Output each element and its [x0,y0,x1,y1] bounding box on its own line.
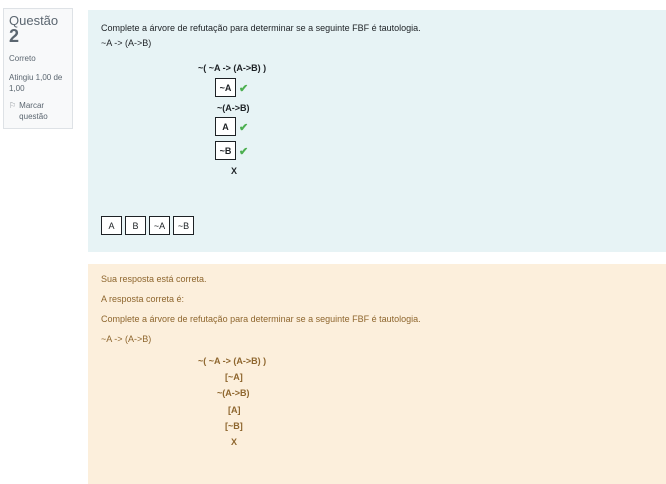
tree-root-node: ~( ~A -> (A->B) ) [198,63,267,73]
feedback-text: Sua resposta está correta. [101,274,207,284]
answer-tree-line-3: [A] [228,405,241,415]
check-icon: ✔ [239,146,249,158]
drag-choice-b[interactable]: B [125,216,146,235]
answer-tree-line-2: ~(A->B) [217,388,250,398]
question-formula: ~A -> (A->B) [101,38,152,48]
drop-slot-3[interactable]: ~B [215,141,236,160]
question-formulation: Complete a árvore de refutação para dete… [88,10,666,252]
question-state: Correto [9,54,36,63]
feedback-panel: Sua resposta está correta. A resposta co… [88,264,666,484]
check-icon: ✔ [239,122,249,134]
refutation-tree: ~( ~A -> (A->B) ) ~A ✔ ~(A->B) A ✔ ~B ✔ … [88,10,666,252]
check-icon: ✔ [239,83,249,95]
flag-question-link[interactable]: ⚐ Marcar questão [9,100,69,122]
drop-slot-1-value: ~A [219,82,232,93]
drag-choice-a[interactable]: A [101,216,122,235]
drag-choices: A B ~A ~B [101,216,194,235]
question-label: Questão [9,13,59,28]
question-number: 2 [9,26,20,46]
drop-slot-1[interactable]: ~A [215,78,236,97]
right-answer-label: A resposta correta é: [101,294,185,304]
tree-closed-marker: X [231,166,238,176]
drop-slot-2-value: A [222,121,229,132]
question-prompt: Complete a árvore de refutação para dete… [101,23,421,33]
drag-choice-not-a[interactable]: ~A [149,216,170,235]
drop-slot-2[interactable]: A [215,117,236,136]
right-answer-prompt: Complete a árvore de refutação para dete… [101,314,421,324]
drop-slot-3-value: ~B [219,145,232,156]
flag-icon: ⚐ [9,101,17,110]
answer-tree-line-4: [~B] [225,421,243,431]
flag-question-label: Marcar questão [19,101,48,121]
question-grade: Atingiu 1,00 de 1,00 [9,73,63,93]
right-answer-formula: ~A -> (A->B) [101,334,152,344]
answer-tree-root: ~( ~A -> (A->B) ) [198,356,267,366]
question-info-panel: Questão 2 Correto Atingiu 1,00 de 1,00 ⚐… [3,8,73,129]
answer-tree-line-1: [~A] [225,372,243,382]
answer-tree-closed: X [231,437,238,447]
drag-choice-not-b[interactable]: ~B [173,216,194,235]
tree-middle-node: ~(A->B) [217,103,250,113]
